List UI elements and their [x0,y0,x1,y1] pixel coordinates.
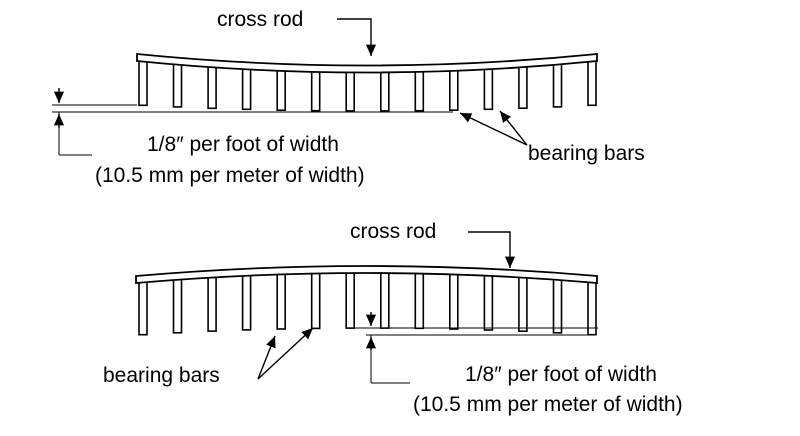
top-grating [136,53,598,112]
top-bearing-bars-leader-2 [499,110,528,146]
bottom-bearing-bars-leader-1 [257,335,276,380]
top-bearing-bar [483,65,494,111]
bottom-bearing-bar [345,268,356,329]
bottom-cross-rod-label: cross rod [350,220,436,243]
top-tolerance-line2: (10.5 mm per meter of width) [95,164,365,187]
top-tolerance-line1: 1/8″ per foot of width [147,133,339,156]
bottom-bearing-bar [414,268,425,330]
bottom-bearing-bar [172,274,183,334]
top-bearing-bar [207,63,217,110]
top-bearing-bar [172,60,183,108]
bottom-bearing-bar [310,268,321,330]
top-bearing-bar [552,60,563,108]
bottom-bearing-bar [587,277,597,336]
top-bearing-bar [276,67,287,112]
bottom-bearing-bars [138,268,597,336]
bottom-tolerance-dimension [349,312,598,384]
top-bearing-bar [138,57,148,107]
top-bearing-bars-label: bearing bars [528,142,645,165]
top-cross-rod [136,53,598,74]
bottom-bearing-bar [448,269,459,330]
bottom-bearing-bar [276,269,287,330]
bottom-bearing-bars-leader-2 [257,327,314,380]
bottom-tolerance-line2: (10.5 mm per meter of width) [413,393,683,416]
top-cross-rod-leader [337,18,377,56]
bottom-tolerance-line1: 1/8″ per foot of width [465,363,657,386]
top-tolerance-dimension [52,88,453,156]
bottom-grating [135,265,598,336]
top-bearing-bar [241,65,252,111]
bottom-bearing-bar [138,277,148,336]
top-bearing-bar [448,67,459,112]
bottom-bearing-bar [207,272,217,332]
top-bearing-bar [345,68,356,112]
top-bearing-bar [518,63,528,109]
bottom-bearing-bars-label: bearing bars [103,364,220,387]
top-bearing-bars-leader-1 [459,112,528,146]
bottom-bearing-bar [379,268,390,329]
bottom-cross-rod-leader [468,231,516,268]
bottom-bearing-bar [552,275,563,334]
top-bearing-bar [310,68,321,112]
top-cross-rod-label: cross rod [217,8,303,31]
top-bearing-bar [587,57,597,107]
bottom-bearing-bar [483,270,494,331]
bottom-bearing-bar [518,272,528,333]
bottom-cross-rod [135,265,598,284]
bottom-bearing-bar [241,270,252,331]
top-bearing-bar [414,68,425,112]
top-bearing-bar [379,68,390,112]
